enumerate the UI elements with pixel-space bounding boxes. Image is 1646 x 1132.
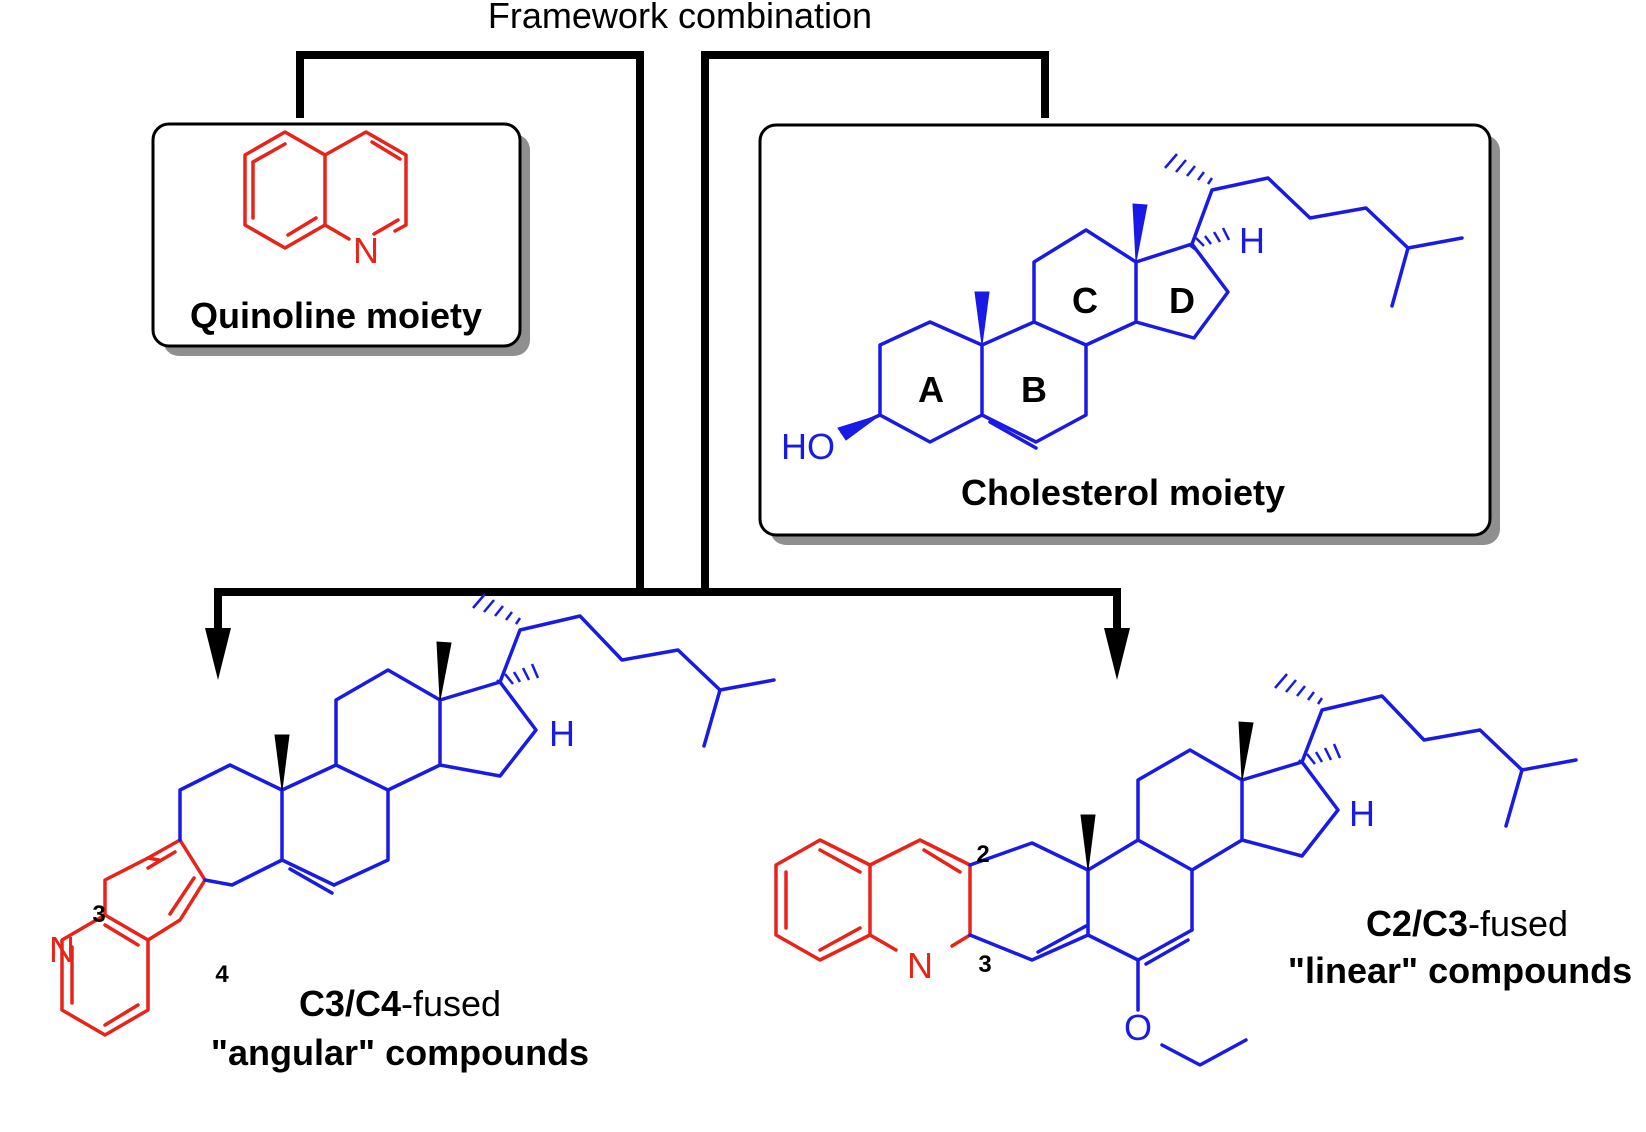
angular-stereo [274,593,540,791]
arrow-left-head [205,628,231,680]
cholesterol-box [758,123,1500,545]
ring-label-d: D [1169,280,1195,321]
ring-label-c: C [1072,280,1098,321]
arrow-right-head [1104,628,1130,680]
angular-h: H [549,713,575,754]
linear-oxygen: O [1124,1007,1152,1048]
linear-position-2: 2 [976,841,989,868]
cholesterol-ho: HO [781,426,835,467]
linear-stereo [1080,673,1342,871]
angular-nitrogen: N [49,929,75,970]
quinoline-label: Quinoline moiety [190,295,482,336]
ring-label-b: B [1021,369,1047,410]
linear-caption-line1: C2/C3-fused [1366,903,1568,944]
angular-position-4: 4 [215,961,229,988]
linear-position-3: 3 [978,951,991,978]
ring-label-a: A [918,369,944,410]
angular-caption-line1: C3/C4-fused [299,983,501,1024]
cholesterol-label: Cholesterol moiety [961,472,1285,513]
angular-position-3: 3 [92,901,105,928]
linear-quinoline [774,838,972,962]
angular-caption-bold: C3/C4 [299,983,401,1024]
quinoline-nitrogen: N [353,230,379,271]
angular-caption-rest: -fused [401,983,501,1024]
linear-caption-rest: -fused [1468,903,1568,944]
angular-steroid [178,614,776,895]
angular-quinoline [60,838,207,1037]
flow-connectors [214,51,1121,642]
linear-caption-bold: C2/C3 [1366,903,1468,944]
scheme-title: Framework combination [488,0,872,36]
cholesterol-h: H [1239,220,1265,261]
angular-caption-line2: "angular" compounds [211,1032,589,1073]
cholesterol-structure [840,176,1464,450]
linear-h: H [1349,793,1375,834]
linear-caption-line2: "linear" compounds [1288,950,1632,991]
cholesterol-stereo [837,153,1231,441]
quinoline-structure [243,130,408,250]
linear-steroid [968,694,1578,1067]
linear-nitrogen: N [907,945,933,986]
